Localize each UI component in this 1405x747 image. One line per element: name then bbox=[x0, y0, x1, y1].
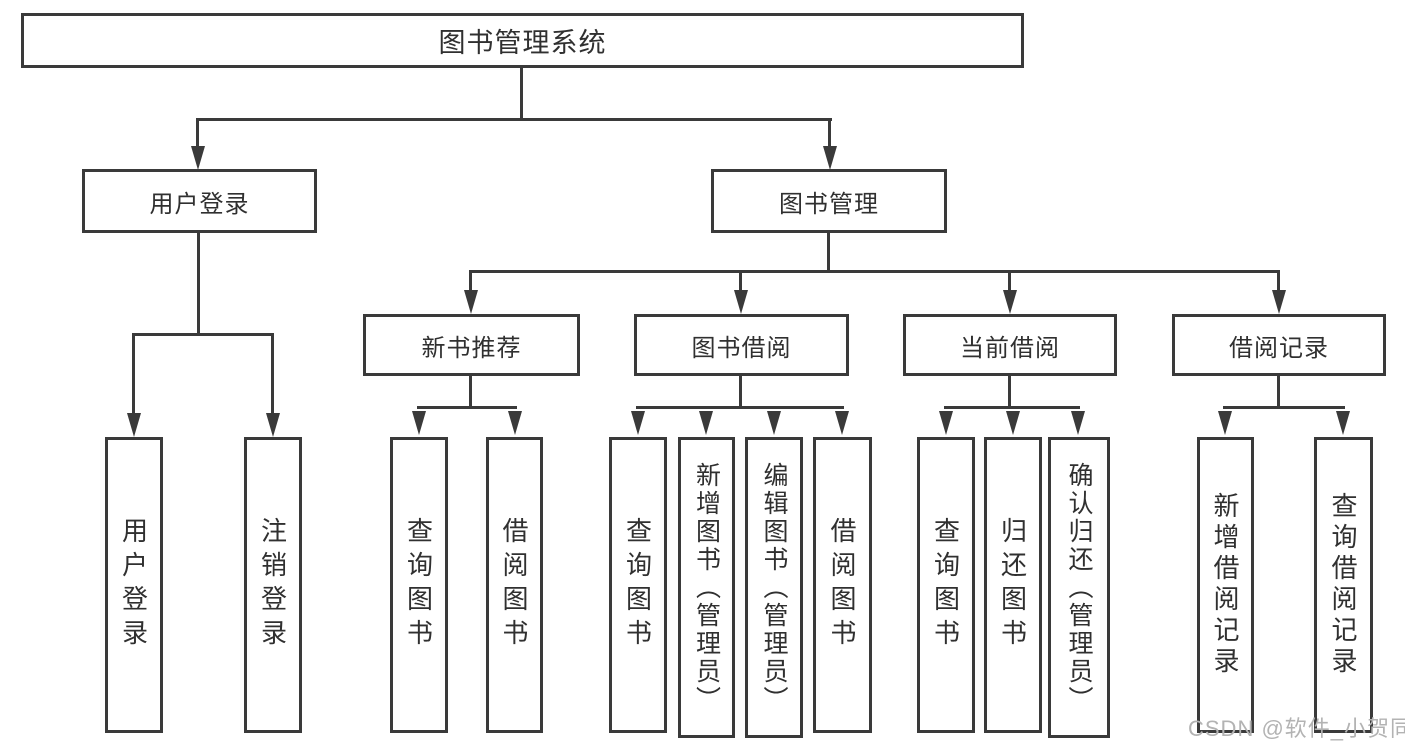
connector-bar bbox=[1223, 406, 1345, 409]
node-borrow-records: 借阅记录 bbox=[1172, 314, 1386, 376]
leaf-label: 新增图书（管理员） bbox=[692, 461, 721, 714]
node-label: 当前借阅 bbox=[960, 334, 1060, 362]
node-new-book-recommend: 新书推荐 bbox=[363, 314, 580, 376]
leaf-label: 注销登录 bbox=[257, 517, 288, 653]
connector-stem bbox=[1277, 376, 1280, 409]
arrowhead-icon bbox=[191, 146, 205, 170]
connector-user-login-bar bbox=[132, 333, 274, 336]
arrowhead-icon bbox=[464, 290, 478, 314]
node-label: 新书推荐 bbox=[421, 334, 522, 362]
connector-drop bbox=[271, 333, 274, 413]
leaf-confirm-return-admin: 确认归还（管理员） bbox=[1048, 437, 1110, 738]
connector-stem bbox=[1008, 376, 1011, 409]
arrowhead-icon bbox=[1218, 411, 1232, 435]
arrowhead-icon bbox=[412, 411, 426, 435]
arrowhead-icon bbox=[734, 290, 748, 314]
arrowhead-icon bbox=[1003, 290, 1017, 314]
arrowhead-icon bbox=[1272, 290, 1286, 314]
leaf-query-book: 查询图书 bbox=[917, 437, 975, 733]
leaf-label: 确认归还（管理员） bbox=[1065, 461, 1093, 714]
csdn-watermark: CSDN @软件_小贺同学 bbox=[1188, 716, 1405, 741]
leaf-user-login: 用户登录 bbox=[105, 437, 163, 733]
connector-stem bbox=[739, 376, 742, 409]
connector-level3-bar bbox=[469, 270, 1280, 273]
arrowhead-icon bbox=[127, 413, 141, 437]
leaf-label: 查询图书 bbox=[403, 517, 434, 653]
node-label: 图书借阅 bbox=[691, 334, 792, 362]
arrowhead-icon bbox=[266, 413, 280, 437]
arrowhead-icon bbox=[835, 411, 849, 435]
node-book-management: 图书管理 bbox=[711, 169, 947, 233]
node-current-borrow: 当前借阅 bbox=[903, 314, 1117, 376]
connector-stem bbox=[469, 376, 472, 409]
node-label: 图书管理 bbox=[779, 190, 879, 218]
leaf-label: 借阅图书 bbox=[499, 517, 529, 653]
leaf-borrow-book: 借阅图书 bbox=[813, 437, 872, 733]
node-user-login: 用户登录 bbox=[82, 169, 317, 233]
leaf-label: 查询借阅记录 bbox=[1328, 492, 1358, 678]
arrowhead-icon bbox=[767, 411, 781, 435]
connector-book-management-stem bbox=[827, 233, 830, 272]
arrowhead-icon bbox=[1071, 411, 1085, 435]
connector-drop bbox=[196, 118, 199, 149]
connector-drop bbox=[1277, 270, 1280, 294]
leaf-label: 查询图书 bbox=[930, 517, 961, 653]
arrowhead-icon bbox=[699, 411, 713, 435]
leaf-label: 查询图书 bbox=[622, 517, 653, 653]
node-library-management-system: 图书管理系统 bbox=[21, 13, 1024, 68]
leaf-label: 借阅图书 bbox=[827, 517, 857, 653]
connector-drop bbox=[828, 118, 831, 149]
leaf-label: 编辑图书（管理员） bbox=[760, 461, 788, 714]
connector-bar bbox=[944, 406, 1080, 409]
leaf-edit-book-admin: 编辑图书（管理员） bbox=[745, 437, 803, 738]
connector-level1-bar bbox=[196, 118, 832, 121]
arrowhead-icon bbox=[631, 411, 645, 435]
leaf-query-borrow-record: 查询借阅记录 bbox=[1314, 437, 1373, 733]
leaf-add-book-admin: 新增图书（管理员） bbox=[678, 437, 735, 738]
connector-root-stem bbox=[520, 68, 523, 118]
connector-drop bbox=[739, 270, 742, 294]
arrowhead-icon bbox=[508, 411, 522, 435]
connector-user-login-stem bbox=[197, 233, 200, 333]
node-label: 图书管理系统 bbox=[438, 28, 607, 58]
arrowhead-icon bbox=[939, 411, 953, 435]
connector-bar bbox=[417, 406, 517, 409]
arrowhead-icon bbox=[1336, 411, 1350, 435]
leaf-label: 新增借阅记录 bbox=[1210, 492, 1240, 678]
arrowhead-icon bbox=[823, 146, 837, 170]
node-label: 借阅记录 bbox=[1229, 334, 1329, 362]
connector-bar bbox=[636, 406, 844, 409]
leaf-borrow-book: 借阅图书 bbox=[486, 437, 543, 733]
leaf-label: 归还图书 bbox=[997, 517, 1028, 653]
node-label: 用户登录 bbox=[149, 190, 250, 218]
leaf-logout: 注销登录 bbox=[244, 437, 302, 733]
leaf-query-book: 查询图书 bbox=[609, 437, 667, 733]
leaf-query-book: 查询图书 bbox=[390, 437, 448, 733]
leaf-add-borrow-record: 新增借阅记录 bbox=[1197, 437, 1254, 733]
connector-drop bbox=[132, 333, 135, 413]
connector-drop bbox=[469, 270, 472, 294]
arrowhead-icon bbox=[1006, 411, 1020, 435]
connector-drop bbox=[1008, 270, 1011, 294]
node-book-borrow: 图书借阅 bbox=[634, 314, 849, 376]
leaf-return-book: 归还图书 bbox=[984, 437, 1042, 733]
leaf-label: 用户登录 bbox=[118, 517, 149, 653]
